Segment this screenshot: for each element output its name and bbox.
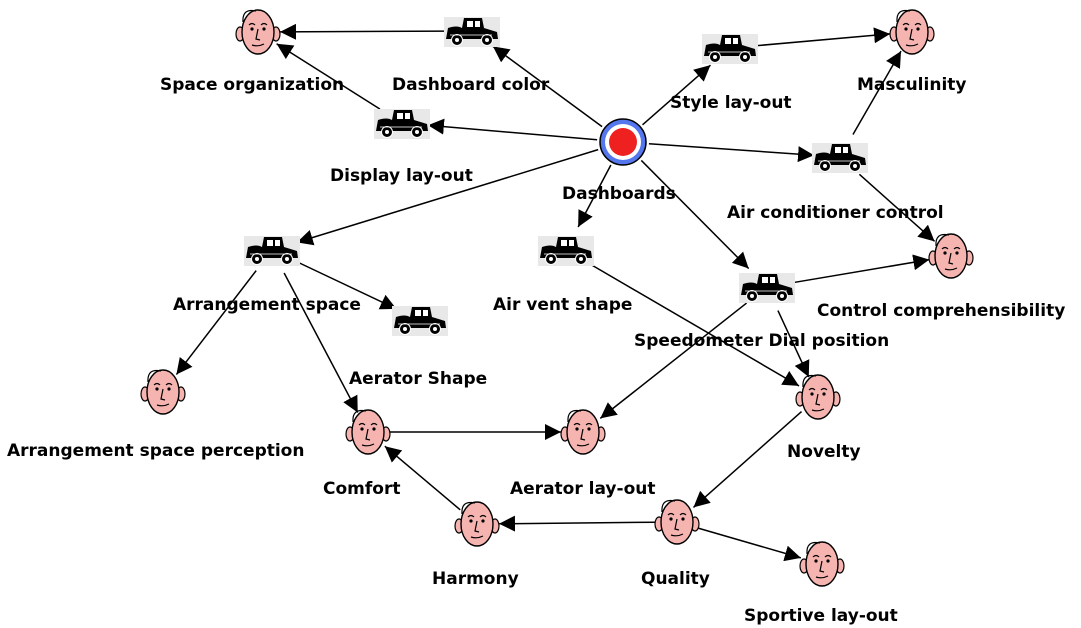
- edge-dashboards-to-dash_color: [492, 45, 603, 128]
- edge-air_cond-to-control_comp: [858, 173, 936, 242]
- node-label-quality: Quality: [641, 569, 710, 589]
- node-sportive[interactable]: [799, 541, 845, 587]
- node-label-air-cond: Air conditioner control: [727, 203, 944, 223]
- edge-style_layout-to-masculinity: [755, 27, 891, 47]
- face-icon: [799, 541, 845, 587]
- node-label-control-comp: Control comprehensibility: [817, 301, 1066, 321]
- edge-dash_color-to-space_org: [279, 23, 447, 40]
- edge-dashboards-to-air_vent: [577, 164, 612, 228]
- center-node: [599, 118, 647, 166]
- edge-display_layout-to-space_org: [276, 43, 381, 110]
- node-masculinity[interactable]: [889, 9, 935, 55]
- node-aerator-shape[interactable]: [392, 306, 448, 336]
- node-label-speedo: Speedometer Dial position: [634, 331, 890, 351]
- edge-dashboards-to-arr_space: [296, 148, 599, 246]
- node-aer-layout[interactable]: [560, 409, 606, 455]
- node-arr-space[interactable]: [244, 236, 300, 266]
- node-label-display-layout: Display lay-out: [330, 166, 473, 186]
- node-dash-color[interactable]: [444, 17, 500, 47]
- car-icon: [702, 34, 758, 64]
- node-label-arr-space: Arrangement space: [173, 295, 361, 315]
- node-label-arr-perc: Arrangement space perception: [7, 441, 305, 461]
- node-label-masculinity: Masculinity: [857, 75, 967, 95]
- car-icon: [538, 236, 594, 266]
- face-icon: [654, 499, 700, 545]
- face-icon: [928, 233, 974, 279]
- car-icon: [374, 109, 430, 139]
- face-icon: [235, 9, 281, 55]
- node-harmony[interactable]: [454, 501, 500, 547]
- face-icon: [795, 374, 841, 420]
- edges-layer: [175, 23, 936, 562]
- node-label-harmony: Harmony: [432, 569, 519, 589]
- node-label-space-org: Space organization: [160, 75, 345, 95]
- edge-speedo-to-aer_layout: [599, 302, 748, 419]
- edge-harmony-to-comfort: [384, 445, 461, 511]
- edge-arr_space-to-arr_perc: [175, 270, 257, 376]
- car-icon: [392, 306, 448, 336]
- node-control-comp[interactable]: [928, 233, 974, 279]
- face-icon: [889, 9, 935, 55]
- node-label-aer-layout: Aerator lay-out: [510, 479, 656, 499]
- node-display-layout[interactable]: [374, 109, 430, 139]
- node-dashboards[interactable]: [599, 118, 647, 166]
- face-icon: [345, 409, 391, 455]
- face-icon: [454, 501, 500, 547]
- node-label-comfort: Comfort: [323, 479, 401, 499]
- edge-air_cond-to-masculinity: [852, 50, 902, 135]
- node-comfort[interactable]: [345, 409, 391, 455]
- node-label-sportive: Sportive lay-out: [744, 606, 898, 626]
- edge-quality-to-harmony: [498, 515, 656, 532]
- edge-dashboards-to-display_layout: [427, 118, 598, 141]
- node-arr-perc[interactable]: [140, 369, 186, 415]
- car-icon: [244, 236, 300, 266]
- edge-air_vent-to-novelty: [588, 262, 800, 387]
- car-icon: [444, 17, 500, 47]
- node-label-novelty: Novelty: [787, 442, 861, 462]
- node-quality[interactable]: [654, 499, 700, 545]
- face-icon: [560, 409, 606, 455]
- node-space-org[interactable]: [235, 9, 281, 55]
- node-label-style-layout: Style lay-out: [670, 93, 792, 113]
- edge-speedo-to-control_comp: [792, 254, 930, 284]
- node-label-dash-color: Dashboard color: [392, 75, 550, 95]
- node-novelty[interactable]: [795, 374, 841, 420]
- edge-arr_space-to-comfort: [283, 272, 359, 413]
- edge-arr_space-to-aerator_shape: [295, 260, 397, 310]
- edge-quality-to-sportive: [697, 527, 802, 562]
- edge-dashboards-to-speedo: [640, 159, 750, 270]
- node-label-dashboards: Dashboards: [562, 184, 676, 204]
- edge-novelty-to-quality: [692, 411, 803, 508]
- node-label-air-vent: Air vent shape: [493, 295, 633, 315]
- node-air-cond[interactable]: [812, 143, 868, 173]
- node-style-layout[interactable]: [702, 34, 758, 64]
- edge-dashboards-to-style_layout: [642, 64, 711, 126]
- face-icon: [140, 369, 186, 415]
- node-air-vent[interactable]: [538, 236, 594, 266]
- car-icon: [812, 143, 868, 173]
- edge-speedo-to-novelty: [777, 310, 810, 378]
- node-label-aerator-shape: Aerator Shape: [349, 369, 488, 389]
- nodes-layer: [140, 9, 974, 587]
- car-icon: [739, 273, 795, 303]
- node-speedo[interactable]: [739, 273, 795, 303]
- edge-dashboards-to-air_cond: [648, 143, 815, 163]
